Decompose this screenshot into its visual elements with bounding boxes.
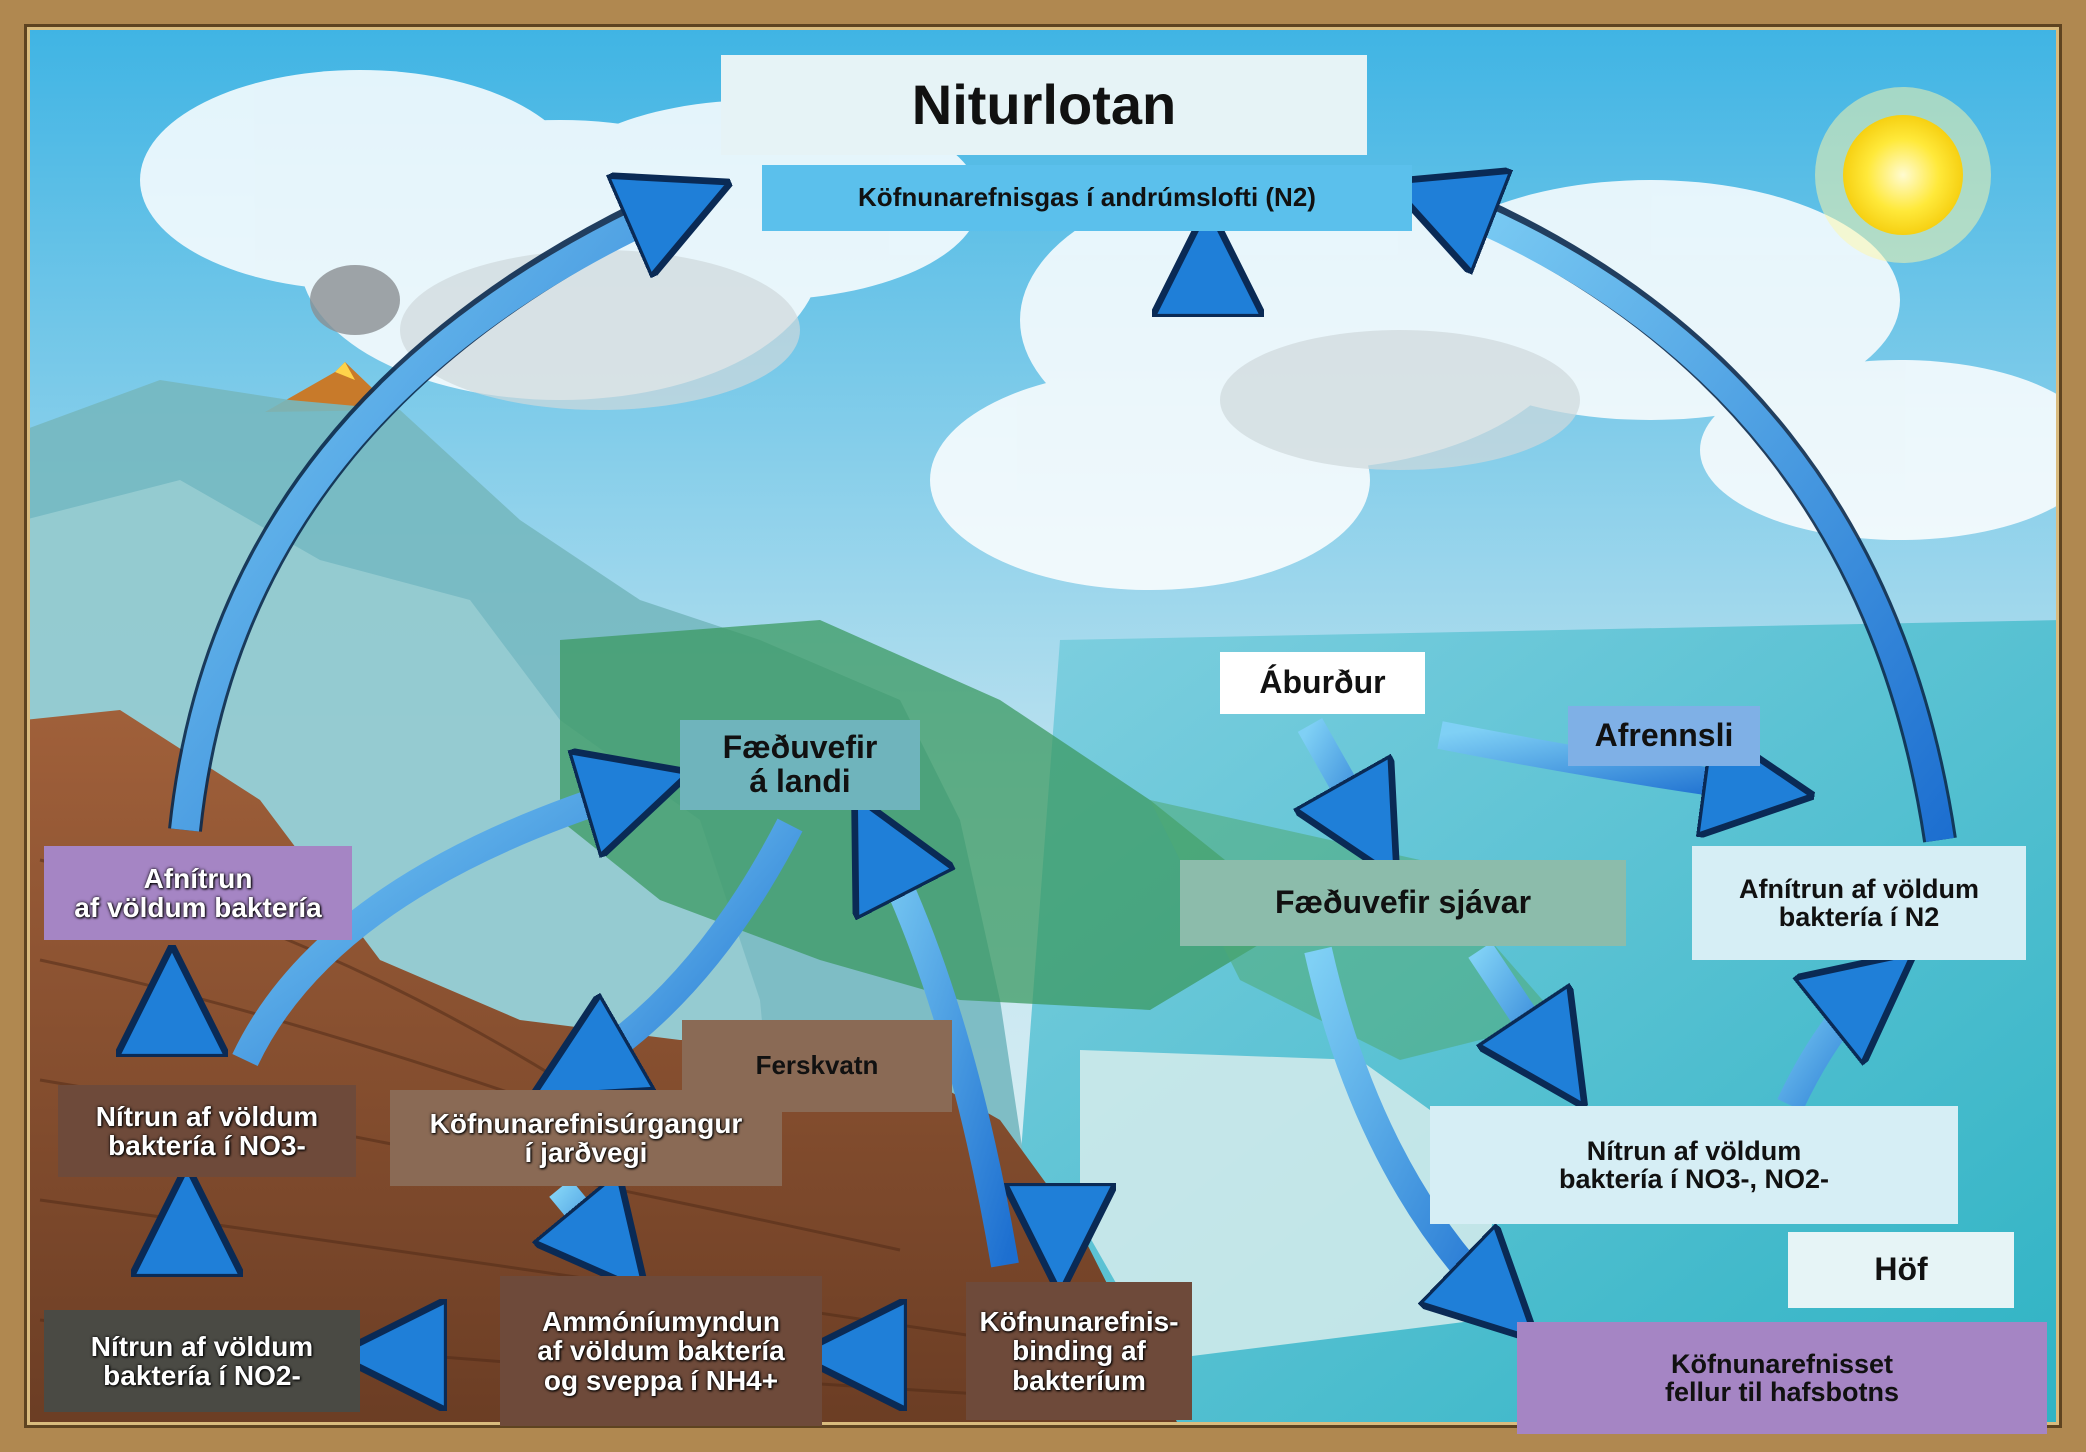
arrow-runoff (1437, 721, 1770, 790)
arrow-denitrification-to-air (171, 200, 690, 832)
label-food-web-land: Fæðuvefir á landi (680, 720, 920, 810)
arrow-seaweb-to-nitrification (1468, 942, 1560, 1070)
label-nitrification-sea: Nítrun af völdum baktería í NO3-, NO2- (1430, 1106, 1958, 1224)
arrow-nitrification-to-denitrification (1777, 980, 1880, 1111)
label-ammonification: Ammóníumyndun af völdum baktería og svep… (500, 1276, 822, 1426)
label-fertilizer: Áburður (1220, 652, 1425, 714)
label-nitrification-no2: Nítrun af völdum baktería í NO2- (44, 1310, 360, 1412)
label-nitrification-no3: Nítrun af völdum baktería í NO3- (58, 1085, 356, 1177)
label-atmosphere: Köfnunarefnisgas í andrúmslofti (N2) (762, 165, 1412, 231)
sun-icon (1815, 87, 1991, 263)
label-sediment: Köfnunarefnisset fellur til hafsbotns (1517, 1322, 2047, 1434)
arrow-landweb-to-soil (570, 818, 803, 1075)
label-denitrification-land: Afnítrun af völdum baktería (44, 846, 352, 940)
label-food-web-sea: Fæðuvefir sjávar (1180, 860, 1626, 946)
arrow-sea-denitrification-to-air (1430, 198, 1954, 843)
label-freshwater: Ferskvatn (682, 1020, 952, 1112)
arrow-fertilizer-to-seaweb (1310, 718, 1375, 840)
arrow-soil-to-ammonification (560, 1188, 618, 1258)
arrow-seaweb-to-sediment (1304, 946, 1505, 1310)
diagram-title: Niturlotan (721, 55, 1367, 155)
label-runoff: Afrennsli (1568, 706, 1760, 766)
label-ocean: Höf (1788, 1232, 2014, 1308)
arrow-no3-to-landweb (232, 785, 648, 1066)
label-fixation: Köfnunarefnis- binding af bakteríum (966, 1282, 1192, 1420)
label-denitrification-sea: Afnítrun af völdum baktería í N2 (1692, 846, 2026, 960)
